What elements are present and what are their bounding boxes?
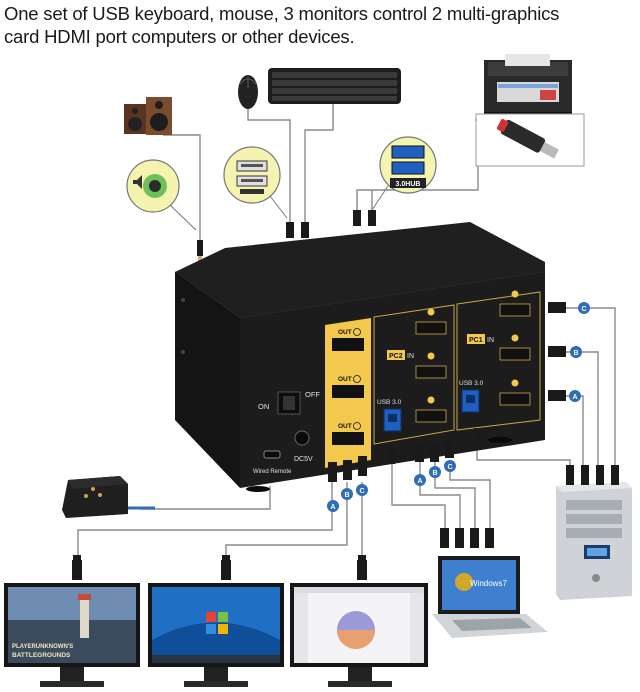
usb-port-zoom: [223, 146, 288, 219]
pc2-usb-label: USB 3.0: [377, 399, 402, 406]
printer: [484, 54, 572, 116]
right-plugs: [474, 302, 566, 442]
monitor-plugs: [73, 555, 366, 561]
out-a-port[interactable]: OUT: [332, 422, 364, 446]
pc2-in-label: IN: [407, 353, 414, 360]
game-title-2: BATTLEGROUNDS: [12, 652, 71, 659]
badge-a-out: A: [330, 504, 335, 511]
headline-line-1: One set of USB keyboard, mouse, 3 monito…: [4, 3, 560, 24]
pc-tower: [556, 465, 632, 600]
monitor-middle: [148, 560, 284, 687]
pc1-in-label: IN: [487, 337, 494, 344]
right-port-badges: C B A: [569, 302, 590, 402]
out-a-label: OUT: [338, 423, 352, 430]
audio-jack-zoom: [126, 159, 197, 231]
laptop-os-label: Windows7: [470, 579, 507, 588]
badge-b-pc2: B: [432, 470, 437, 477]
laptop: Windows7: [432, 528, 548, 638]
badge-b-out: B: [344, 492, 349, 499]
out-c-port[interactable]: OUT: [332, 328, 364, 352]
monitor-left: PLAYERUNKNOWN'S BATTLEGROUNDS: [4, 560, 140, 687]
mouse: [238, 75, 258, 109]
monitor-right: [290, 560, 428, 687]
badge-b-pc1: B: [573, 350, 578, 357]
on-label: ON: [258, 402, 269, 411]
badge-c-pc1: C: [581, 306, 586, 313]
remote-label: Wired Remote: [253, 469, 292, 475]
badge-a-pc2: A: [417, 478, 422, 485]
bottom-port-badges: A B C A B C: [327, 460, 456, 512]
game-title-1: PLAYERUNKNOWN'S: [12, 644, 73, 650]
out-b-port[interactable]: OUT: [332, 375, 364, 399]
bottom-plugs: [328, 440, 454, 482]
badge-c-out: C: [359, 488, 364, 495]
badge-a-pc1: A: [572, 394, 577, 401]
usb-hub-label: 3.0HUB: [396, 181, 421, 188]
badge-c-pc2: C: [447, 464, 452, 471]
pc1-usb-label: USB 3.0: [459, 380, 484, 387]
usb-hub-zoom: 3.0HUB: [371, 136, 437, 211]
usb-flash-drive: [475, 113, 585, 167]
headline-line-2: card HDMI port computers or other device…: [4, 26, 355, 47]
dc-label: DC5V: [294, 456, 313, 463]
wired-remote: [62, 476, 128, 518]
off-label: OFF: [305, 390, 320, 399]
keyboard: [268, 68, 401, 104]
headline: One set of USB keyboard, mouse, 3 monito…: [4, 2, 634, 48]
speakers: [124, 97, 172, 135]
pc1-tag: PC1: [469, 337, 483, 344]
kvm-switch: ON OFF DC5V Wired Remote OUT OUT: [174, 222, 546, 492]
pc2-tag: PC2: [389, 353, 403, 360]
out-c-label: OUT: [338, 329, 352, 336]
out-b-label: OUT: [338, 376, 352, 383]
